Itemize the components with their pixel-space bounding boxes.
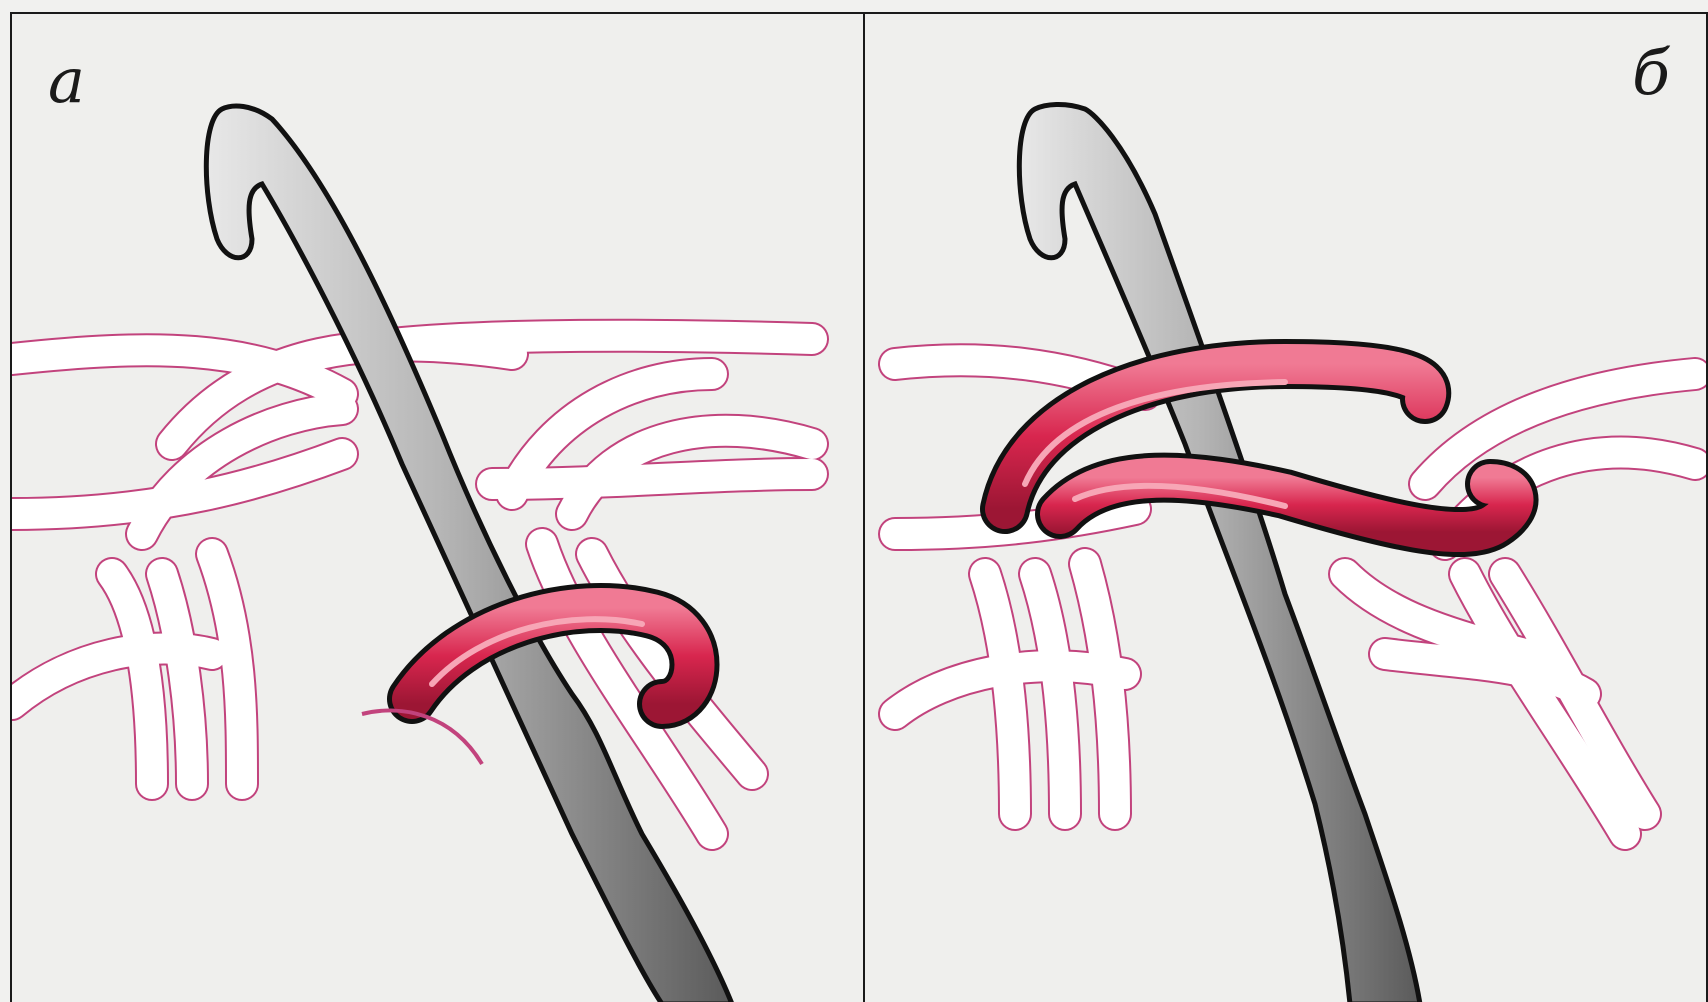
crochet-hook-icon: [206, 106, 732, 1002]
panel-b-label: б: [1632, 42, 1670, 104]
panel-a-drawing: [12, 14, 865, 1002]
chain-stitches: [895, 360, 1695, 834]
panel-a: а: [10, 12, 865, 1002]
panel-b: б: [865, 12, 1708, 1002]
panel-a-label: а: [48, 50, 85, 112]
panel-b-drawing: [865, 14, 1706, 1002]
